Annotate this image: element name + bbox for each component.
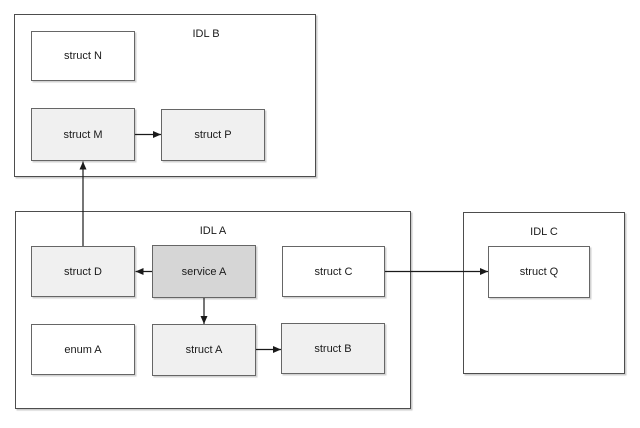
node-struct-p: struct P <box>161 109 265 161</box>
node-struct-n: struct N <box>31 31 135 81</box>
node-label: struct Q <box>519 266 559 278</box>
node-service-a: service A <box>152 245 256 298</box>
node-struct-m: struct M <box>31 108 135 161</box>
node-struct-c: struct C <box>282 246 385 297</box>
node-label: struct C <box>314 265 353 278</box>
container-title-idl-a: IDL A <box>199 225 227 237</box>
node-label: struct B <box>314 342 352 355</box>
container-title-idl-b: IDL B <box>192 28 220 40</box>
node-struct-d: struct D <box>31 246 135 297</box>
container-title-idl-c: IDL C <box>530 226 558 238</box>
node-label: struct P <box>194 129 232 141</box>
node-label: enum A <box>64 343 102 356</box>
node-label: service A <box>181 265 227 278</box>
container-idl-a: IDL A <box>15 211 411 409</box>
node-label: struct A <box>185 344 223 356</box>
node-enum-a: enum A <box>31 324 135 375</box>
node-struct-q: struct Q <box>488 246 590 298</box>
node-label: struct N <box>64 50 102 62</box>
node-struct-a: struct A <box>152 324 256 376</box>
node-struct-b: struct B <box>281 323 385 374</box>
node-label: struct M <box>63 128 103 141</box>
node-label: struct D <box>64 265 102 278</box>
